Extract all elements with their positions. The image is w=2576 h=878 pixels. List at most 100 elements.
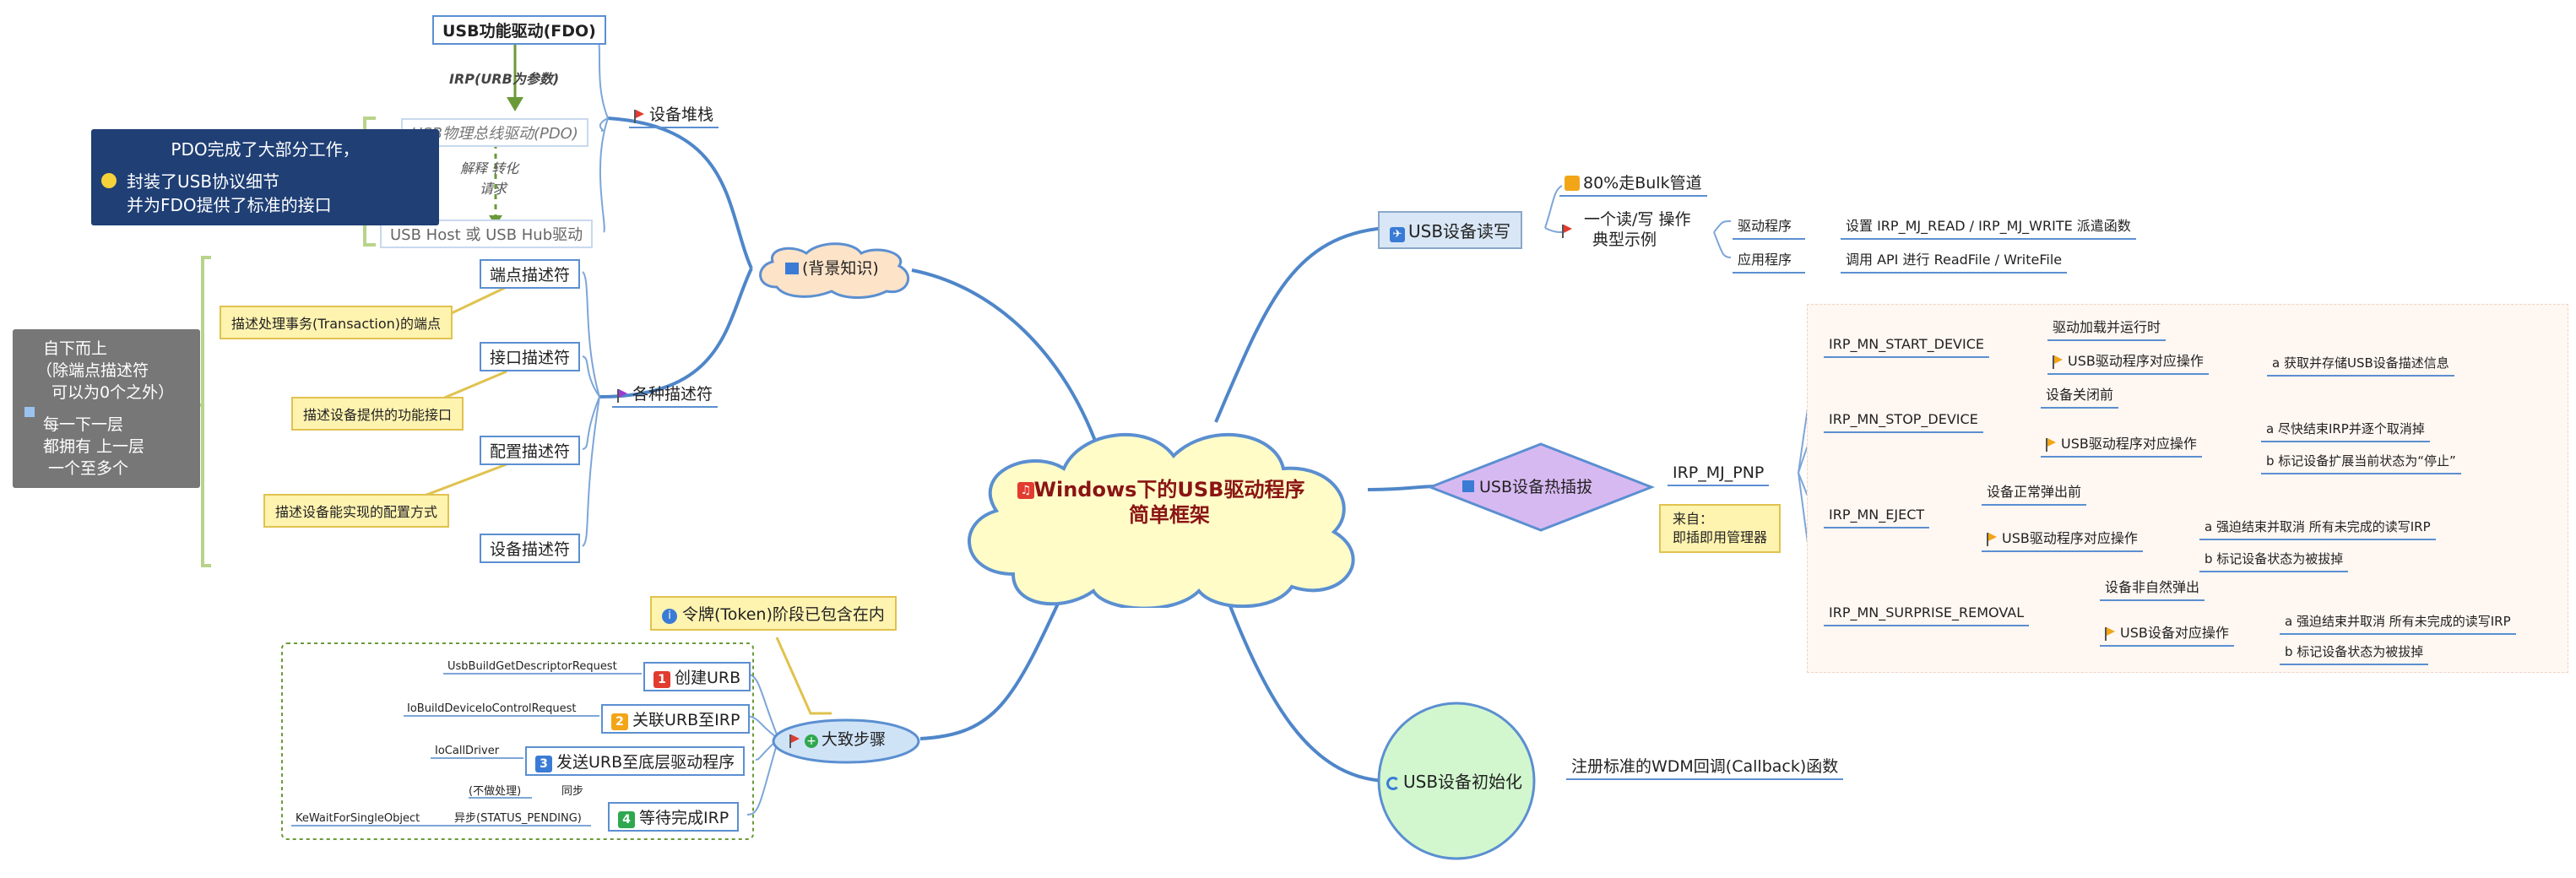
pnp-surprise-when: 设备非自然弹出 [2100, 577, 2205, 601]
side-note-line1: 自下而上 [43, 339, 108, 358]
pnp-start-op-label: USB驱动程序对应操作 [2068, 353, 2204, 369]
pnp-surprise-op[interactable]: USB设备对应操作 [2100, 623, 2234, 647]
pnp-node[interactable]: USB设备热插拔 [1462, 477, 1592, 497]
pnp-surprise[interactable]: IRP_MN_SURPRISE_REMOVAL [1824, 603, 2030, 626]
descriptors-branch[interactable]: 各种描述符 [612, 384, 719, 408]
side-note-line2: （除端点描述符 [36, 361, 149, 380]
step-2-label: 关联URB至IRP [632, 711, 740, 729]
rw-app-desc: 调用 API 进行 ReadFile / WriteFile [1841, 250, 2068, 274]
step-3-api: IoCallDriver [435, 745, 500, 757]
side-note-line3: 可以为0个之外） [52, 383, 175, 402]
pnp-from-line2: 即插即用管理器 [1673, 529, 1768, 545]
interface-desc-box[interactable]: 接口描述符 [480, 342, 581, 371]
token-note: i 令牌(Token)阶段已包含在内 [650, 596, 897, 631]
side-note-line4: 每一下一层 [43, 415, 124, 434]
wait-sync-left: (不做处理) [469, 785, 522, 798]
pnp-label: USB设备热插拔 [1479, 478, 1593, 496]
pnp-eject-a: a 强迫结束并取消 所有未完成的读写IRP [2199, 517, 2436, 540]
explain-line1: 解释 转化 [460, 160, 519, 176]
bulk-icon [1565, 176, 1580, 191]
smiley-icon [101, 173, 117, 188]
token-note-text: 令牌(Token)阶段已包含在内 [682, 605, 885, 624]
flag-icon [2105, 627, 2115, 641]
refresh-icon [1386, 777, 1400, 790]
wait-sync: 同步 [561, 785, 584, 798]
pnp-irp[interactable]: IRP_MJ_PNP [1668, 463, 1770, 486]
pnp-stop-when: 设备关闭前 [2041, 385, 2119, 409]
pnp-stop-a: a 尽快结束IRP并逐个取消掉 [2261, 419, 2430, 442]
side-note-line6: 一个至多个 [48, 459, 129, 478]
pnp-eject-op[interactable]: USB驱动程序对应操作 [1982, 528, 2143, 552]
descriptor-side-note: 自下而上 （除端点描述符 可以为0个之外） 每一下一层 都拥有 上一层 一个至多… [13, 329, 200, 488]
init-label: USB设备初始化 [1403, 772, 1523, 792]
rw-node[interactable]: ✈USB设备读写 [1378, 211, 1523, 249]
endpoint-desc-box[interactable]: 端点描述符 [480, 259, 581, 289]
pnp-start-when: 驱动加载并运行时 [2047, 317, 2167, 341]
config-desc-box[interactable]: 配置描述符 [480, 436, 581, 465]
rw-example-line2: 典型示例 [1592, 230, 1657, 249]
pnp-eject[interactable]: IRP_MN_EJECT [1824, 505, 1930, 528]
pnp-from-line1: 来自： [1673, 511, 1714, 527]
music-icon: ♫ [1017, 482, 1034, 499]
flag-icon [2053, 355, 2063, 369]
background-node[interactable]: (背景知识) [785, 258, 879, 279]
bulk-label: 80%走Bulk管道 [1583, 174, 1702, 192]
pnp-panel [1807, 304, 2568, 673]
stack-label: 设备堆栈 [649, 106, 714, 124]
step-3-num: 3 [535, 756, 552, 772]
bulk-branch[interactable]: 80%走Bulk管道 [1559, 173, 1707, 197]
stack-branch[interactable]: 设备堆栈 [629, 105, 719, 128]
descriptors-label: 各种描述符 [632, 385, 713, 404]
pnp-stop-op[interactable]: USB驱动程序对应操作 [2041, 434, 2202, 458]
center-cloud [967, 432, 1355, 608]
chart-icon [785, 263, 799, 274]
background-cloud [759, 242, 910, 299]
step-1-api: UsbBuildGetDescriptorRequest [447, 660, 617, 673]
steps-label: 大致步骤 [822, 730, 887, 749]
flag-icon [2046, 438, 2056, 452]
step-4-api: KeWaitForSingleObject [296, 812, 420, 825]
side-note-line5: 都拥有 上一层 [43, 437, 145, 456]
step-4-label: 等待完成IRP [639, 809, 729, 827]
center-title-line2: 简单框架 [1129, 503, 1210, 527]
wait-async: 异步(STATUS_PENDING) [454, 812, 582, 825]
rw-label: USB设备读写 [1408, 221, 1511, 241]
plane-icon: ✈ [1390, 227, 1405, 242]
center-title: ♫ Windows下的USB驱动程序 简单框架 [1017, 477, 1321, 528]
pnp-surprise-op-label: USB设备对应操作 [2120, 625, 2229, 641]
pnp-stop[interactable]: IRP_MN_STOP_DEVICE [1824, 409, 1983, 433]
endpoint-note: 描述处理事务(Transaction)的端点 [220, 306, 453, 339]
rw-example-line1: 一个读/写 操作 [1584, 210, 1691, 229]
pnp-eject-op-label: USB驱动程序对应操作 [2002, 530, 2138, 546]
init-node[interactable]: USB设备初始化 [1386, 772, 1522, 792]
step-2-num: 2 [611, 713, 628, 730]
pdo-note-line1: PDO完成了大部分工作， [171, 139, 360, 160]
flag-icon [1987, 533, 1997, 546]
config-note: 描述设备能实现的配置方式 [263, 494, 450, 528]
step-3-label: 发送URB至底层驱动程序 [556, 753, 735, 772]
steps-node[interactable]: + 大致步骤 [789, 729, 886, 750]
device-desc-box[interactable]: 设备描述符 [480, 534, 581, 563]
pnp-start[interactable]: IRP_MN_START_DEVICE [1824, 334, 1989, 358]
pnp-start-op[interactable]: USB驱动程序对应操作 [2047, 351, 2209, 375]
pnp-eject-b: b 标记设备状态为被拔掉 [2199, 549, 2349, 572]
plus-icon: + [805, 734, 818, 748]
step-4-num: 4 [618, 811, 635, 828]
steps-ellipse [772, 718, 920, 764]
pdo-note-line2: 封装了USB协议细节 [127, 171, 280, 192]
bars-icon [24, 407, 35, 417]
step-1-num: 1 [653, 671, 670, 688]
rw-example[interactable]: 一个读/写 操作 典型示例 [1562, 209, 1690, 250]
pnp-surprise-b: b 标记设备状态为被拔掉 [2280, 642, 2429, 665]
flag-icon [789, 734, 800, 748]
info-icon: i [662, 609, 677, 624]
init-desc: 注册标准的WDM回调(Callback)函数 [1566, 756, 1844, 780]
rw-driver[interactable]: 驱动程序 [1733, 216, 1806, 240]
pdo-note: PDO完成了大部分工作， 封装了USB协议细节 并为FDO提供了标准的接口 [91, 129, 439, 225]
rw-app[interactable]: 应用程序 [1733, 250, 1806, 274]
fdo-box[interactable]: USB功能驱动(FDO) [432, 15, 606, 45]
